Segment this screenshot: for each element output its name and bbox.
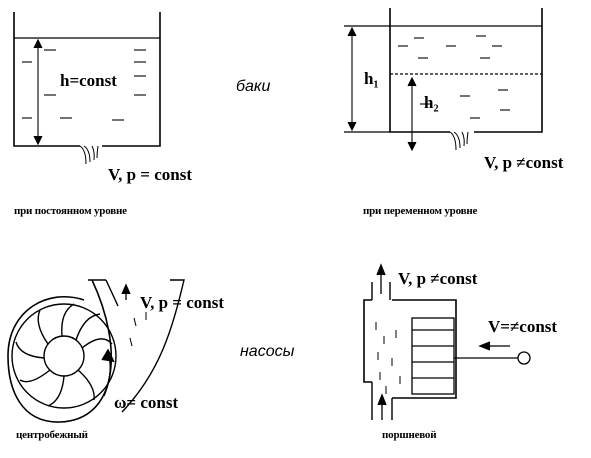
water-dashes — [22, 49, 146, 121]
tank-walls — [13, 12, 161, 147]
h2-label: h₂ — [424, 93, 439, 112]
outflow-jet — [79, 145, 99, 165]
centrifugal-flow-label: V, p = const — [140, 293, 225, 312]
pump-casing — [7, 279, 113, 423]
variable-level-tank — [344, 8, 543, 152]
tanks-section-label: баки — [236, 78, 271, 95]
suction-arrow — [377, 393, 387, 420]
h2-dimension — [407, 76, 417, 152]
fluid-dashes — [375, 322, 401, 394]
impeller-rim — [11, 303, 117, 409]
piston — [411, 317, 455, 395]
discharge-outer-wall — [121, 279, 185, 413]
cylinder-outline — [363, 299, 457, 399]
impeller-hub — [43, 335, 85, 377]
centrifugal-caption: центробежный — [16, 429, 88, 441]
constant-level-tank — [13, 12, 161, 165]
discharge-dashes — [129, 312, 147, 347]
constant-level-caption: при постоянном уровне — [14, 205, 127, 217]
h1-dimension — [347, 26, 357, 132]
piston-pump — [363, 263, 531, 420]
piston-flow-label: V, p ≠const — [398, 269, 478, 288]
constant-level-height-label: h=const — [60, 71, 117, 90]
impeller-blades — [15, 303, 113, 407]
variable-level-flow-label: V, p ≠const — [484, 153, 564, 172]
piston-motion-arrow — [478, 341, 510, 351]
h1-label: h₁ — [364, 69, 379, 88]
piston-velocity-label: V=≠const — [488, 317, 558, 336]
centrifugal-pump — [7, 279, 185, 423]
piston-caption: поршневой — [382, 429, 437, 441]
constant-level-flow-label: V, p = const — [108, 165, 193, 184]
crank-pin — [517, 351, 531, 365]
variable-level-caption: при переменном уровне — [363, 205, 478, 217]
rotation-arrow — [101, 348, 115, 397]
discharge-inner-wall — [105, 279, 119, 307]
outflow-jet — [449, 131, 469, 151]
tank-reference-lines — [344, 25, 390, 133]
discharge-arrow — [121, 283, 131, 300]
water-dashes — [398, 35, 510, 119]
pumps-section-label: насосы — [240, 343, 295, 360]
height-dimension — [33, 38, 43, 146]
discharge-arrow — [376, 263, 386, 294]
angular-velocity-label: ω= const — [114, 393, 179, 412]
